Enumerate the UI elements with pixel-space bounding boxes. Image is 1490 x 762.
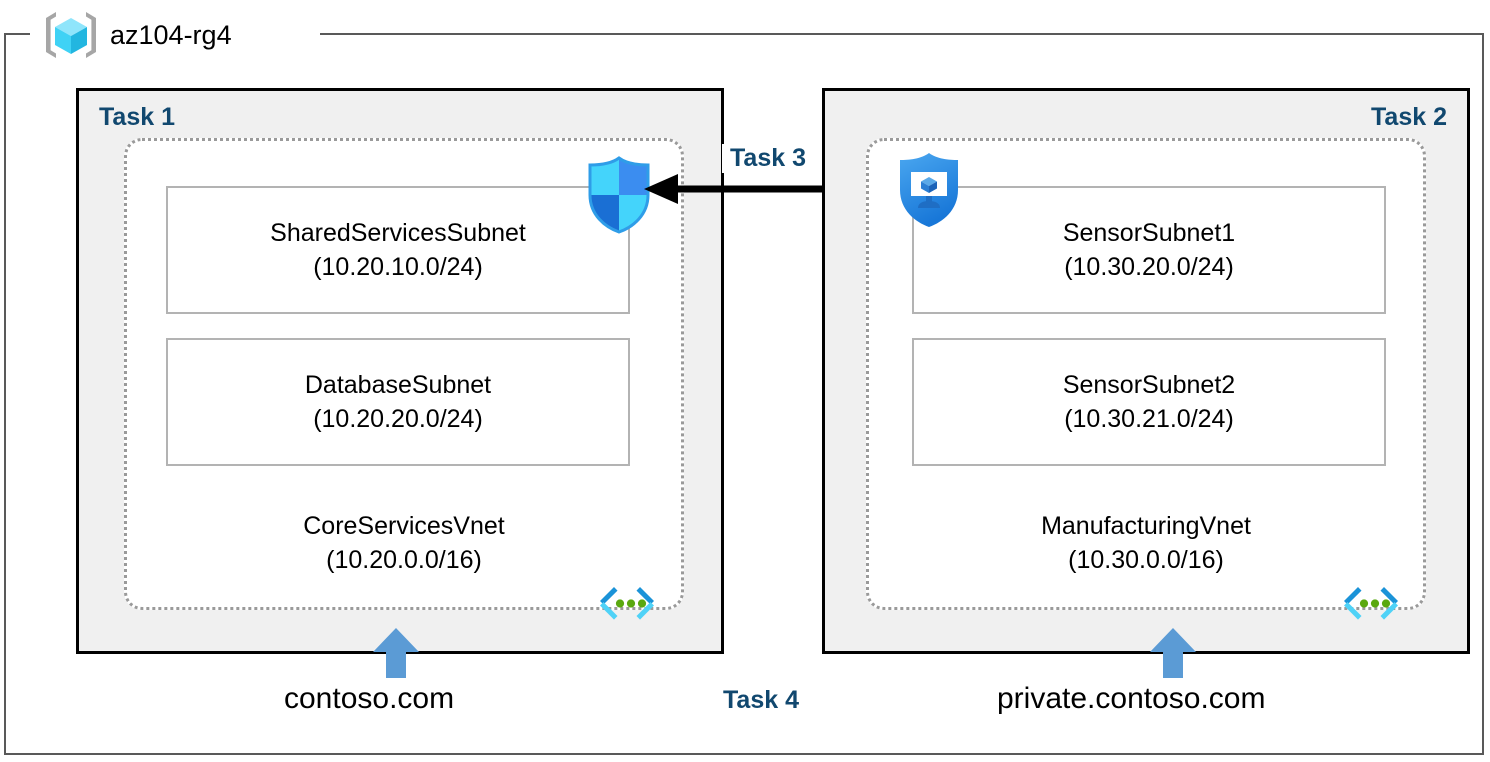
resource-group-name: az104-rg4 [110, 19, 232, 50]
sensor-subnet-2-name: SensorSubnet2 [1062, 371, 1236, 399]
core-services-vnet-name: CoreServicesVnet [303, 512, 505, 540]
manufacturing-vnet-caption: ManufacturingVnet (10.30.0.0/16) [869, 509, 1423, 577]
task-3-label: Task 3 [722, 144, 814, 173]
shared-services-subnet-cidr: (10.20.10.0/24) [313, 253, 483, 281]
core-services-vnet-cidr: (10.20.0.0/16) [326, 546, 482, 574]
network-watcher-shield-monitor-icon [893, 150, 965, 230]
dns-link-arrow-up-icon [373, 628, 419, 678]
network-security-group-shield-icon [583, 155, 655, 235]
manufacturing-vnet-cidr: (10.30.0.0/16) [1068, 546, 1224, 574]
task-2-label: Task 2 [1371, 103, 1447, 131]
shared-services-subnet: SharedServicesSubnet (10.20.10.0/24) [166, 186, 630, 314]
resource-group-cube-icon [42, 9, 100, 61]
sensor-subnet-2: SensorSubnet2 (10.30.21.0/24) [912, 338, 1386, 466]
manufacturing-vnet-name: ManufacturingVnet [1041, 512, 1251, 540]
database-subnet-name: DatabaseSubnet [304, 371, 492, 399]
resource-group-title: az104-rg4 [42, 8, 232, 62]
shared-services-subnet-name: SharedServicesSubnet [270, 219, 526, 247]
public-dns-zone-label: contoso.com [284, 682, 455, 715]
database-subnet: DatabaseSubnet (10.20.20.0/24) [166, 338, 630, 466]
sensor-subnet-1-cidr: (10.30.20.0/24) [1064, 253, 1234, 281]
vnet-icon [592, 583, 662, 629]
private-dns-zone-label: private.contoso.com [997, 682, 1266, 715]
sensor-subnet-1: SensorSubnet1 (10.30.20.0/24) [912, 186, 1386, 314]
core-services-vnet-caption: CoreServicesVnet (10.20.0.0/16) [127, 509, 681, 577]
resource-group-frame [4, 33, 1484, 755]
dns-link-arrow-up-icon [1150, 628, 1196, 678]
sensor-subnet-2-cidr: (10.30.21.0/24) [1064, 405, 1234, 433]
database-subnet-cidr: (10.20.20.0/24) [313, 405, 483, 433]
task-4-label: Task 4 [723, 686, 799, 714]
sensor-subnet-1-name: SensorSubnet1 [1062, 219, 1236, 247]
task-1-label: Task 1 [99, 103, 175, 131]
vnet-icon [1336, 583, 1406, 629]
